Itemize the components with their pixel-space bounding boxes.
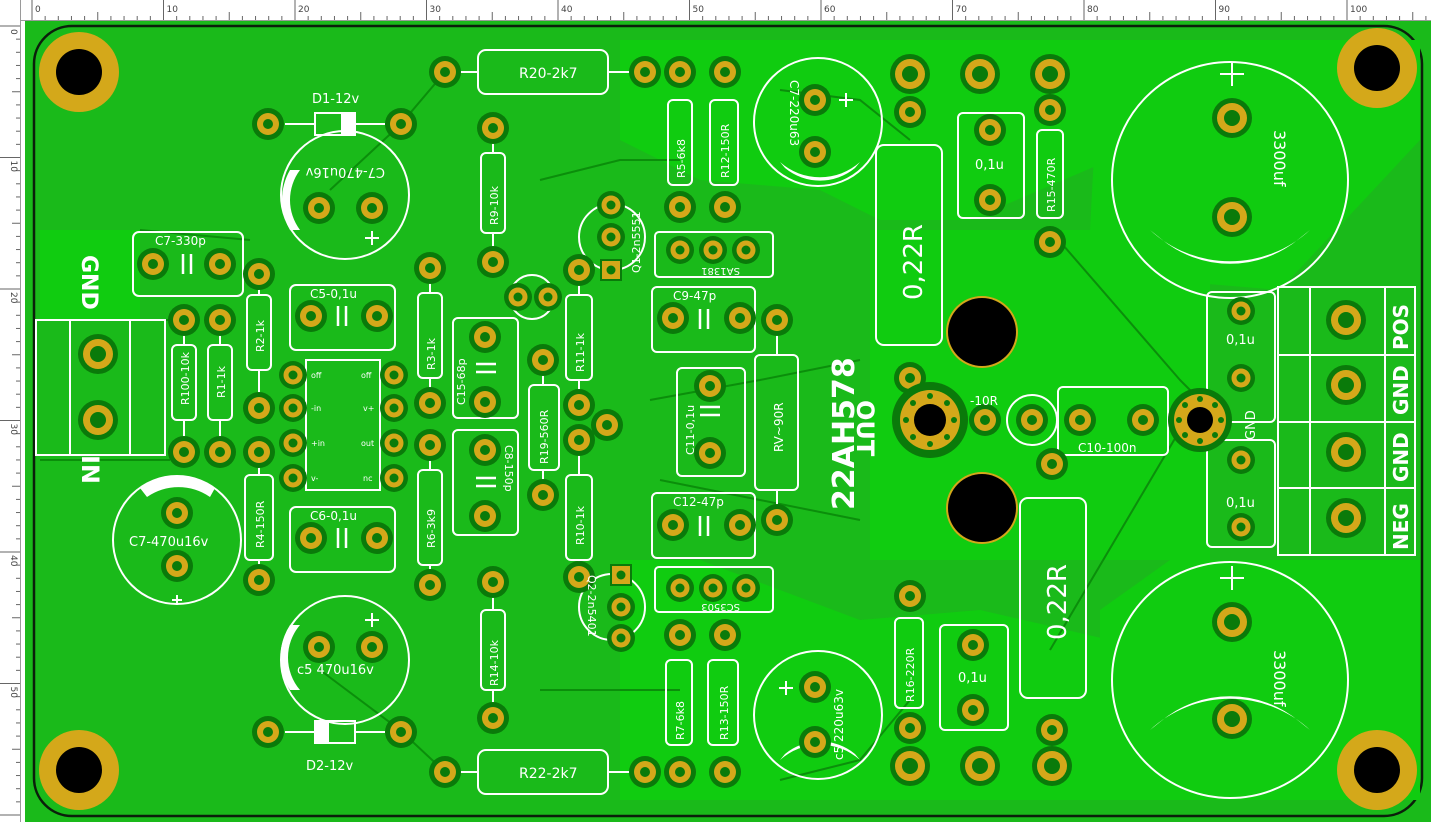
c5-220-label: c5 220u63v (832, 689, 846, 760)
r1-label: R1-1k (215, 365, 228, 398)
heatsink-holes (946, 296, 1018, 544)
q1-label: Q1-2n5551 (630, 211, 643, 273)
c7-220-label: C7-220u63 (787, 80, 801, 146)
c7-top-label: C7-470u16v (305, 164, 385, 179)
cap3300-bot-label: 3300uf (1270, 650, 1289, 707)
pos-label: POS (1389, 304, 1413, 350)
ruler-left-label: 0 (8, 29, 18, 35)
board-outline (32, 24, 1424, 818)
ic-pin-right-2: v+ (363, 404, 374, 413)
ruler-top-label: 90 (1219, 5, 1231, 15)
r20-label: R20-2k7 (519, 66, 578, 82)
c5-bottom-label: c5 470u16v (297, 663, 374, 678)
rv-label: RV~90R (772, 402, 786, 452)
ic-pin-right-1: off (361, 371, 372, 380)
ruler-top-label: 20 (298, 5, 310, 15)
ruler-left-label: 50 (8, 687, 18, 699)
r5-label: R5-6k8 (675, 139, 688, 178)
r12-label: R12-150R (719, 123, 732, 178)
r13-label: R13-150R (718, 685, 731, 740)
ruler-top-label: 60 (824, 5, 836, 15)
ruler-left: 0 10 20 30 40 50 (0, 0, 21, 822)
ruler-top-label: 0 (35, 5, 41, 15)
res022-top-label: 0,22R (899, 224, 929, 300)
silk-labels: GND IN D1-12v D2-12v C7-470u16v C7-470u1… (76, 66, 1413, 782)
ruler-top-label: 100 (1350, 5, 1367, 15)
c9-label: C9-47p (673, 289, 716, 303)
ruler-top-label: 70 (956, 5, 968, 15)
c01-c-label: 0,1u (1226, 333, 1255, 348)
r6-label: R6-3k9 (425, 509, 438, 548)
c11-label: C11-0,1u (684, 405, 697, 455)
r10-label: -10R (970, 394, 998, 408)
c12-label: C12-47p (673, 495, 724, 509)
ruler-top-label: 30 (430, 5, 442, 15)
r10-1k-label: R10-1k (574, 505, 587, 545)
c01-a-label: 0,1u (975, 158, 1004, 173)
in-label: IN (76, 455, 104, 484)
sa1381-label: SA1381 (701, 265, 740, 276)
out-connectors (892, 382, 1232, 458)
res022-bot-label: 0,22R (1043, 564, 1073, 640)
ic-pin-left-2: -in (311, 404, 321, 413)
r14-label: R14-10k (488, 639, 501, 686)
c10-label: C10-100n (1078, 441, 1137, 455)
q2-label: Q2-2n5401 (585, 575, 598, 637)
ruler-left-label: 20 (8, 292, 18, 304)
ruler-left-label: 40 (8, 555, 18, 567)
ic-pin-left-1: off (311, 371, 322, 380)
r100-label: R100-10k (179, 351, 192, 405)
ruler-top-label: 10 (167, 5, 179, 15)
mounting-holes (39, 28, 1417, 810)
r19-label: R19-560R (538, 409, 551, 464)
gnd-small-label: GND (1244, 410, 1259, 440)
ic-pin-right-3: out (361, 439, 374, 448)
gnd1-label: GND (1389, 365, 1413, 415)
r4-label: R4-150R (254, 500, 267, 548)
c8-label: C8-150p (502, 445, 515, 492)
ic-pin-right-4: nc (363, 474, 372, 483)
chip-label: 22AH578 (827, 357, 862, 510)
r2-label: R2-1k (254, 319, 267, 352)
ruler-left-label: 30 (8, 424, 18, 436)
sc3503-label: SC3503 (701, 601, 740, 612)
c7-330p-label: C7-330p (155, 234, 206, 248)
ic-pin-left-4: v- (311, 474, 319, 483)
ruler-top-label: 80 (1087, 5, 1099, 15)
plus-marks (172, 62, 1244, 695)
ruler-top-label: 40 (561, 5, 573, 15)
c01-d-label: 0,1u (1226, 496, 1255, 511)
gnd2-label: GND (1389, 432, 1413, 482)
ruler-left-label: 10 (8, 161, 18, 173)
r3-label: R3-1k (425, 337, 438, 370)
c7-left-label: C7-470u16v (129, 535, 209, 550)
d2-label: D2-12v (306, 759, 354, 774)
cap3300-top-label: 3300uf (1270, 130, 1289, 187)
c6-01u-label: C6-0,1u (310, 509, 357, 523)
r9-label: R9-10k (488, 185, 501, 225)
r22-label: R22-2k7 (519, 766, 578, 782)
out-label: OUT (851, 400, 879, 457)
ruler-top-label: 50 (693, 5, 705, 15)
r11-label: R11-1k (574, 332, 587, 372)
c5-01u-label: C5-0,1u (310, 287, 357, 301)
r16-label: R16-220R (904, 647, 917, 702)
r15-label: R15-470R (1045, 157, 1058, 212)
c01-b-label: 0,1u (958, 671, 987, 686)
ic-pin-left-3: +in (311, 439, 325, 448)
c15-label: C15-68p (455, 358, 468, 405)
d1-label: D1-12v (312, 92, 360, 107)
neg-label: NEG (1389, 503, 1413, 550)
gnd-input-label: GND (76, 255, 101, 310)
cap-symbols (181, 254, 720, 548)
r7-label: R7-6k8 (674, 701, 687, 740)
